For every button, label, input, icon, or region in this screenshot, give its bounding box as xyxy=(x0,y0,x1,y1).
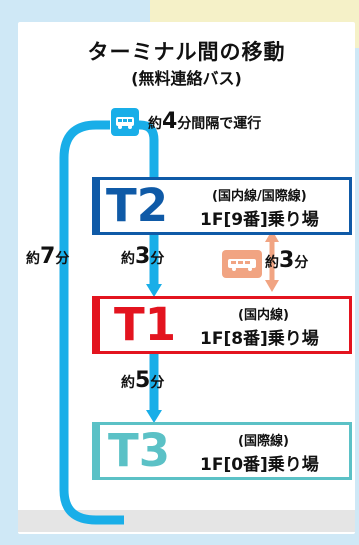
terminal-code-t2: T2 xyxy=(106,179,169,232)
t1-t3-time-label: 約5分 xyxy=(121,368,165,393)
t2-t1-time-label: 約3分 xyxy=(121,244,165,269)
arrow-to-t3 xyxy=(146,410,162,423)
terminal-box-t2: T2 (国内線/国際線) 1F[9番]乗り場 xyxy=(92,177,352,235)
loop-line xyxy=(59,120,124,525)
terminal-platform-t3: 1F[0番]乗り場 xyxy=(200,455,319,475)
bus-icon-orange xyxy=(222,250,262,278)
terminal-type-t3: (国際線) xyxy=(238,434,289,449)
diagram-title: ターミナル間の移動 xyxy=(87,40,286,64)
shuttle-time-label: 約3分 xyxy=(265,248,309,273)
shuttle-arrow-up xyxy=(265,230,279,242)
terminal-code-t3: T3 xyxy=(108,424,171,477)
terminal-platform-t2: 1F[9番]乗り場 xyxy=(200,210,319,230)
terminal-code-t1: T1 xyxy=(114,298,177,351)
shuttle-arrow-down xyxy=(265,280,279,292)
bus-icon xyxy=(111,108,139,136)
terminal-type-t1: (国内線) xyxy=(238,308,289,323)
diagram-subtitle: (無料連絡バス) xyxy=(131,69,242,88)
terminal-box-t3: T3 (国際線) 1F[0番]乗り場 xyxy=(92,422,352,480)
loop-entry-line xyxy=(132,120,159,180)
frequency-label: 約4分間隔で運行 xyxy=(148,109,262,134)
terminal-box-t1: T1 (国内線) 1F[8番]乗り場 xyxy=(92,296,352,354)
arrow-to-t1 xyxy=(146,284,162,297)
terminal-platform-t1: 1F[8番]乗り場 xyxy=(200,329,319,349)
loop-time-label: 約7分 xyxy=(26,244,70,269)
terminal-type-t2: (国内線/国際線) xyxy=(212,189,307,204)
